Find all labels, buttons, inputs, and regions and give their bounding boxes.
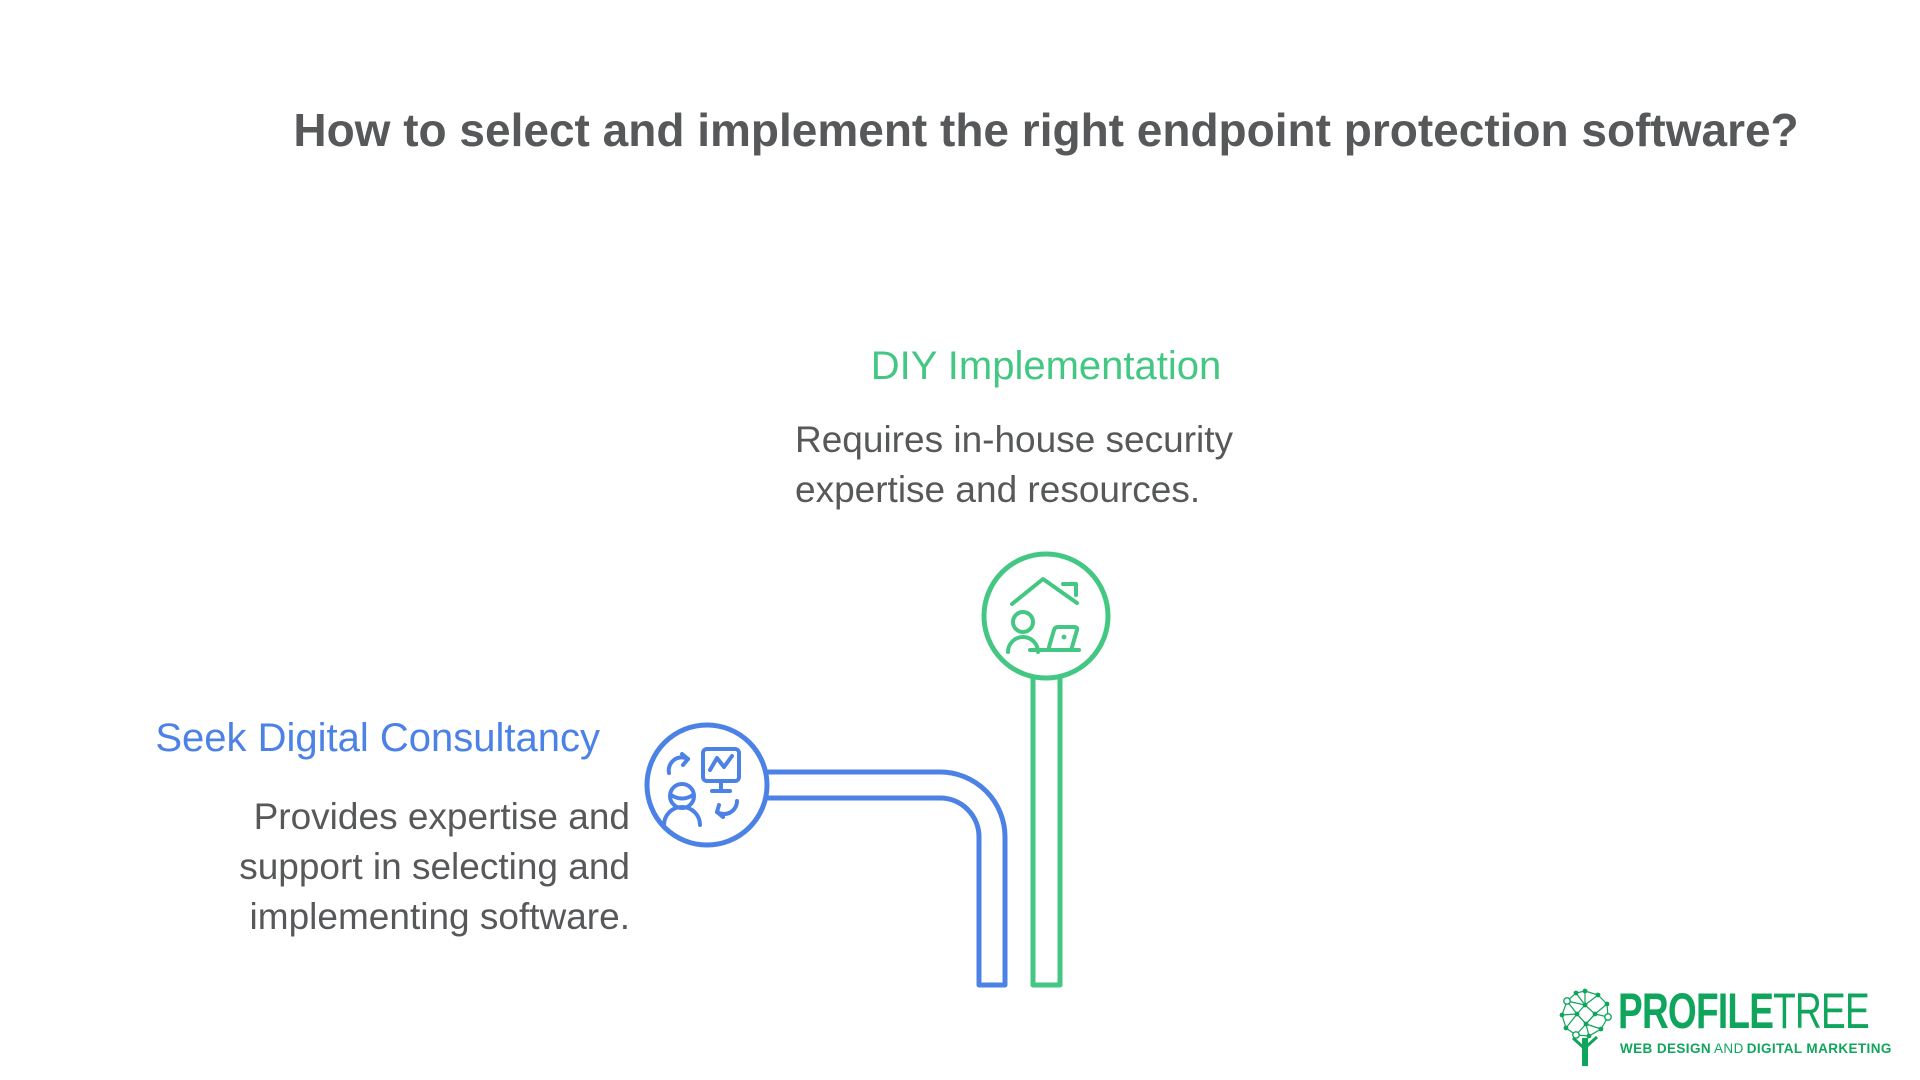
consultancy-description-line: implementing software.	[249, 896, 630, 937]
logo-tagline-digital-marketing: DIGITAL MARKETING	[1746, 1041, 1892, 1056]
consultancy-circle	[644, 722, 770, 848]
logo-brand-tree: TREE	[1773, 983, 1869, 1039]
logo-brand-profile: PROFILE	[1618, 983, 1774, 1039]
consultancy-description-line: Provides expertise and	[253, 796, 630, 837]
consultancy-pipe	[766, 769, 1008, 988]
consultancy-heading: Seek Digital Consultancy	[155, 716, 600, 760]
consultancy-description: Provides expertise and support in select…	[125, 792, 630, 942]
logo-tagline-and: AND	[1714, 1041, 1744, 1056]
consultancy-branch-graphic	[644, 722, 1008, 988]
diy-branch-graphic	[981, 551, 1111, 988]
diy-pipe	[1030, 677, 1063, 988]
consultancy-icon	[662, 747, 741, 827]
consultancy-description-line: support in selecting and	[239, 846, 630, 887]
tree-icon	[1559, 988, 1612, 1066]
diy-heading: DIY Implementation	[870, 344, 1222, 388]
logo-wordmark: PROFILETREE	[1618, 983, 1870, 1039]
diy-circle	[981, 551, 1111, 681]
diy-description-line: Requires in-house security	[795, 419, 1234, 460]
home-office-icon	[1006, 577, 1081, 654]
diy-description: Requires in-house security expertise and…	[795, 415, 1315, 515]
page-title: How to select and implement the right en…	[293, 104, 1799, 156]
logo-tagline-web-design: WEB DESIGN	[1620, 1041, 1712, 1056]
diy-description-line: expertise and resources.	[795, 469, 1201, 510]
